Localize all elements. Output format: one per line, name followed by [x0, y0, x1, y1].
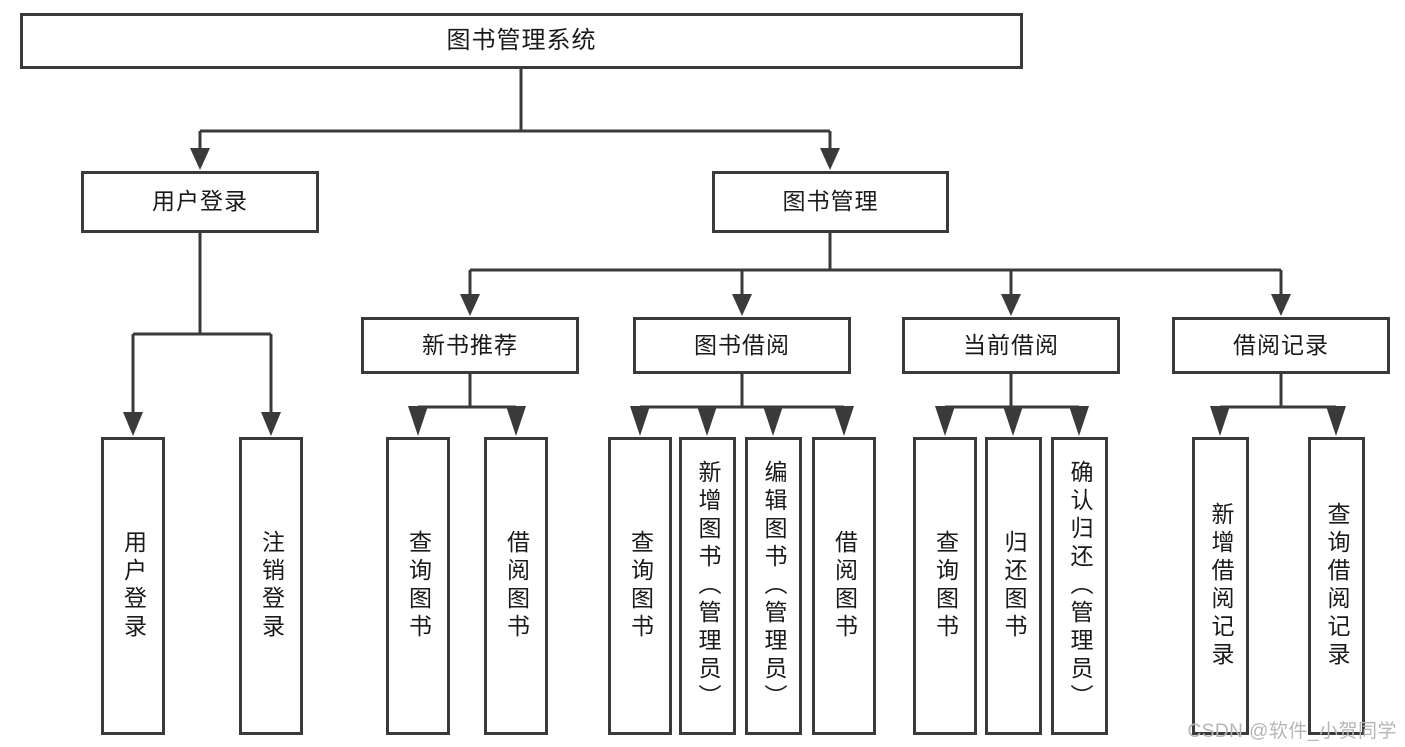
node-label: 查询图书 — [405, 530, 432, 642]
arrow-book-manage — [820, 148, 840, 170]
node-leaf-add-book-admin[interactable]: 新增图书（管理员） — [679, 437, 736, 735]
arrow-leaf-return-book — [1003, 406, 1023, 436]
arrow-user-login — [190, 148, 210, 170]
node-label: 新增图书（管理员） — [695, 460, 721, 712]
node-book-borrow[interactable]: 图书借阅 — [633, 317, 851, 374]
node-user-login[interactable]: 用户登录 — [81, 171, 319, 233]
arrow-book-borrow — [732, 294, 752, 316]
node-label: 确认归还（管理员） — [1067, 460, 1093, 712]
arrow-leaf-add-book — [697, 406, 717, 436]
node-leaf-query-book-current[interactable]: 查询图书 — [913, 437, 977, 735]
node-leaf-add-borrow-record[interactable]: 新增借阅记录 — [1192, 437, 1249, 735]
node-label: 图书管理 — [782, 188, 879, 215]
arrow-leaf-query-record — [1326, 406, 1346, 436]
arrow-leaf-query-book-3 — [935, 406, 955, 436]
node-label: 归还图书 — [1001, 530, 1027, 642]
node-book-management[interactable]: 图书管理 — [712, 171, 949, 233]
node-new-book-recommend[interactable]: 新书推荐 — [361, 317, 579, 374]
node-label: 借阅记录 — [1233, 331, 1329, 358]
node-label: 用户登录 — [120, 530, 147, 642]
node-label: 新书推荐 — [422, 331, 518, 358]
node-label: 用户登录 — [152, 188, 248, 215]
node-leaf-borrow-book[interactable]: 借阅图书 — [812, 437, 876, 735]
node-leaf-borrow-book-recommend[interactable]: 借阅图书 — [484, 437, 548, 735]
node-label: 查询借阅记录 — [1324, 502, 1350, 670]
arrow-leaf-confirm-return — [1069, 406, 1089, 436]
arrow-leaf-edit-book — [763, 406, 783, 436]
arrow-leaf-query-book-1 — [408, 406, 428, 436]
node-label: 注销登录 — [258, 530, 285, 642]
node-label: 查询图书 — [932, 530, 959, 642]
node-label: 当前借阅 — [963, 331, 1059, 358]
arrow-leaf-user-login — [123, 412, 143, 436]
arrow-leaf-query-book-2 — [630, 406, 650, 436]
watermark-text: CSDN @软件_小贺同学 — [1187, 721, 1397, 742]
arrow-current-borrow — [1001, 294, 1021, 316]
node-leaf-edit-book-admin[interactable]: 编辑图书（管理员） — [745, 437, 802, 735]
arrow-borrow-record — [1271, 294, 1291, 316]
node-label: 图书管理系统 — [446, 26, 597, 54]
node-label: 查询图书 — [627, 530, 654, 642]
node-leaf-query-book-borrow[interactable]: 查询图书 — [608, 437, 672, 735]
node-label: 借阅图书 — [831, 530, 858, 642]
node-label: 新增借阅记录 — [1208, 502, 1234, 670]
node-label: 图书借阅 — [694, 331, 790, 358]
node-label: 借阅图书 — [503, 530, 530, 642]
node-leaf-confirm-return-admin[interactable]: 确认归还（管理员） — [1051, 437, 1108, 735]
node-leaf-return-book[interactable]: 归还图书 — [985, 437, 1042, 735]
node-leaf-query-book-recommend[interactable]: 查询图书 — [386, 437, 450, 735]
arrow-leaf-logout — [261, 412, 281, 436]
arrow-new-book-recommend — [460, 294, 480, 316]
arrow-leaf-add-record — [1210, 406, 1230, 436]
node-leaf-user-login[interactable]: 用户登录 — [101, 437, 165, 735]
arrow-leaf-borrow-book-1 — [506, 406, 526, 436]
node-label: 编辑图书（管理员） — [761, 460, 787, 712]
arrow-leaf-borrow-book-2 — [834, 406, 854, 436]
node-borrow-record[interactable]: 借阅记录 — [1172, 317, 1390, 374]
node-leaf-logout[interactable]: 注销登录 — [239, 437, 303, 735]
node-leaf-query-borrow-record[interactable]: 查询借阅记录 — [1308, 437, 1365, 735]
node-current-borrow[interactable]: 当前借阅 — [902, 317, 1120, 374]
node-root-book-management-system[interactable]: 图书管理系统 — [20, 13, 1023, 69]
